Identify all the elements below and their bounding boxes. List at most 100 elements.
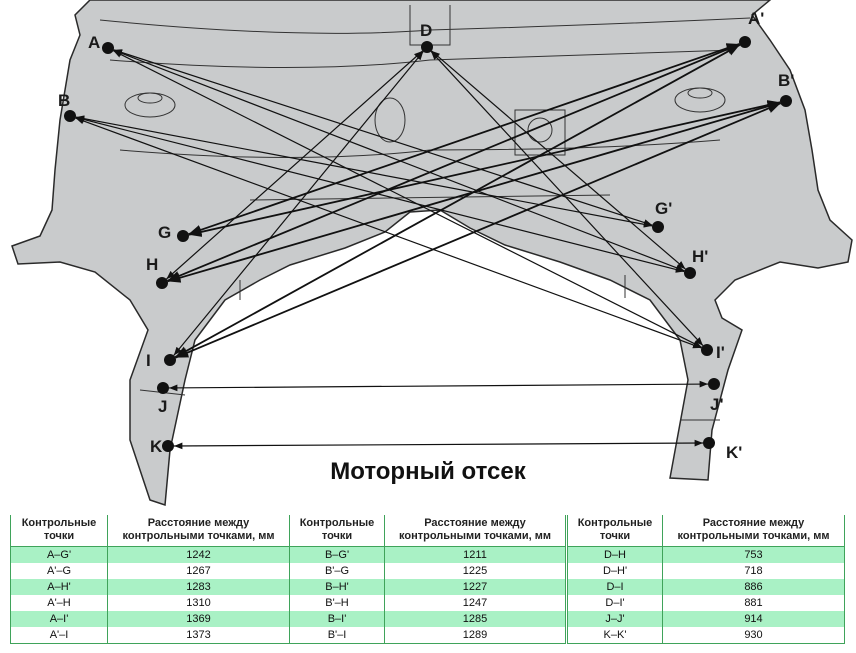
distance-value: 886 (662, 579, 844, 595)
header-control-points: Контрольные точки (11, 515, 108, 547)
distance-value: 718 (662, 563, 844, 579)
control-point-label: I' (716, 343, 725, 362)
control-point-label: I (146, 351, 151, 370)
control-point-label: H' (692, 247, 708, 266)
distance-value: 1227 (384, 579, 565, 595)
distance-value: 753 (662, 546, 844, 563)
control-point-label: B' (778, 71, 794, 90)
control-point-d (421, 41, 433, 53)
control-point-label: K (150, 437, 163, 456)
control-point-h-prime (684, 267, 696, 279)
control-point-label: H (146, 255, 158, 274)
point-pair: A–H' (11, 579, 108, 595)
distance-value: 1369 (107, 611, 289, 627)
control-point-k (162, 440, 174, 452)
table-row: A–H'1283 (11, 579, 289, 595)
point-pair: A'–G (11, 563, 108, 579)
table-row: B–H'1227 (290, 579, 565, 595)
control-point-k-prime (703, 437, 715, 449)
control-point-j-prime (708, 378, 720, 390)
control-point-label: D (420, 21, 432, 40)
table-row: D–H'718 (568, 563, 844, 579)
control-point-a-prime (739, 36, 751, 48)
distance-value: 1283 (107, 579, 289, 595)
distance-value: 1373 (107, 627, 289, 643)
distance-value: 1289 (384, 627, 565, 643)
table-row: B–I'1285 (290, 611, 565, 627)
vehicle-body-outline (11, 0, 853, 507)
point-pair: A'–I (11, 627, 108, 643)
measurement-arrow-J-Jp (168, 380, 709, 392)
point-pair: K–K' (568, 627, 663, 643)
distance-value: 1267 (107, 563, 289, 579)
measurement-arrow-D-Ip (430, 50, 704, 347)
point-pair: B–G' (290, 546, 385, 563)
point-pair: A–I' (11, 611, 108, 627)
point-pair: B–H' (290, 579, 385, 595)
table-row: A–G'1242 (11, 546, 289, 563)
control-point-g-prime (652, 221, 664, 233)
distance-value: 930 (662, 627, 844, 643)
control-point-g (177, 230, 189, 242)
table-row: A–I'1369 (11, 611, 289, 627)
point-pair: B'–H (290, 595, 385, 611)
control-point-label: J (158, 397, 167, 416)
distance-value: 1225 (384, 563, 565, 579)
point-pair: D–H' (568, 563, 663, 579)
distance-value: 881 (662, 595, 844, 611)
distance-value: 1242 (107, 546, 289, 563)
control-point-b (64, 110, 76, 122)
point-pair: B'–G (290, 563, 385, 579)
control-point-label: K' (726, 443, 742, 462)
distance-value: 1211 (384, 546, 565, 563)
table-row: K–K'930 (568, 627, 844, 643)
table-row: D–I'881 (568, 595, 844, 611)
measurement-arrow-K-Kp (173, 439, 704, 450)
point-pair: B–I' (290, 611, 385, 627)
diagram-title: Моторный отсек (330, 458, 526, 485)
point-pair: J–J' (568, 611, 663, 627)
table-row: B–G'1211 (290, 546, 565, 563)
control-point-h (156, 277, 168, 289)
header-control-points: Контрольные точки (290, 515, 385, 547)
control-point-label: B (58, 91, 70, 110)
control-point-j (157, 382, 169, 394)
measurement-arrow-D-I (173, 51, 424, 356)
point-pair: D–I' (568, 595, 663, 611)
header-distance: Расстояние между контрольными точками, м… (107, 515, 289, 547)
point-pair: A'–H (11, 595, 108, 611)
header-distance: Расстояние между контрольными точками, м… (384, 515, 565, 547)
distance-value: 1247 (384, 595, 565, 611)
distance-value: 914 (662, 611, 844, 627)
control-point-a (102, 42, 114, 54)
header-control-points: Контрольные точки (568, 515, 663, 547)
control-point-label: A (88, 33, 100, 52)
point-pair: A–G' (11, 546, 108, 563)
control-point-i (164, 354, 176, 366)
table-row: J–J'914 (568, 611, 844, 627)
measurement-arrows (75, 43, 781, 450)
point-pair: D–I (568, 579, 663, 595)
control-point-label: J' (710, 395, 724, 414)
header-distance: Расстояние между контрольными точками, м… (662, 515, 844, 547)
control-point-label: G' (655, 199, 672, 218)
point-pair: D–H (568, 546, 663, 563)
point-pair: B'–I (290, 627, 385, 643)
distance-value: 1310 (107, 595, 289, 611)
control-point-i-prime (701, 344, 713, 356)
distance-value: 1285 (384, 611, 565, 627)
control-point-b-prime (780, 95, 792, 107)
control-point-label: A' (748, 9, 764, 28)
